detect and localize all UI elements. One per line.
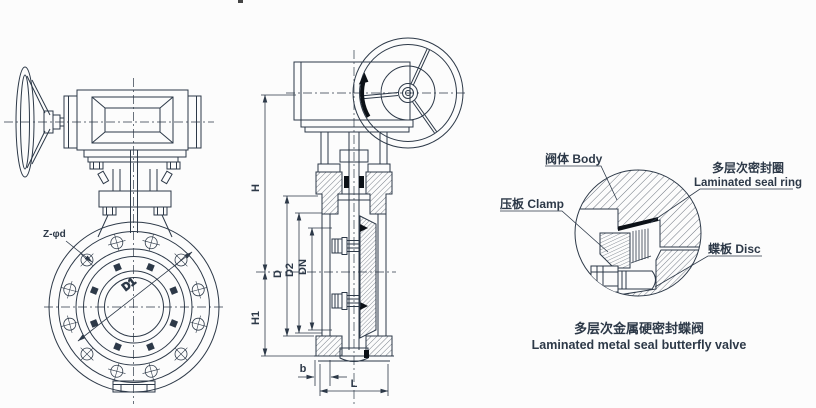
dimension-d1: D1	[77, 251, 193, 342]
bottom-boss	[112, 380, 156, 393]
disc-pin-bolt-upper	[331, 237, 361, 255]
seal-ring-label-en: Laminated seal ring	[694, 177, 802, 189]
detail-view: 阀体 Body 多层次密封圈 Laminated seal ring 压板 Cl…	[500, 151, 802, 352]
dim-label-d1: D1	[120, 276, 138, 294]
dim-label-b: b	[300, 363, 307, 375]
front-view: D1 Z-φd	[4, 66, 226, 404]
disc-pin-bolt-lower	[331, 292, 361, 310]
disc-label: 蝶板 Disc	[708, 241, 761, 256]
rotation-arrow	[360, 81, 371, 118]
cropped-text-artifact	[238, 0, 243, 3]
centerlines-section	[256, 50, 466, 404]
caption-en: Laminated metal seal butterfly valve	[532, 338, 747, 352]
mounting-bracket-front	[83, 149, 187, 238]
disc-section	[359, 215, 377, 339]
gearbox-front	[63, 89, 202, 151]
body-label: 阀体 Body	[545, 151, 603, 166]
wheel-spokes	[359, 48, 438, 134]
bolt-spec-callout: Z-φd	[43, 229, 93, 263]
handwheel-front	[15, 66, 65, 178]
dim-label-h: H	[250, 184, 262, 192]
clamp-bolt	[590, 265, 656, 293]
rotation-arrowhead	[358, 72, 369, 85]
detail-caption: 多层次金属硬密封蝶阀 Laminated metal seal butterfl…	[532, 321, 747, 352]
seal-ring-label-cn: 多层次密封圈	[712, 160, 784, 175]
dim-label-l: L	[351, 378, 358, 390]
dim-label-h1: H1	[250, 311, 262, 325]
detail-callouts: 阀体 Body 多层次密封圈 Laminated seal ring 压板 Cl…	[500, 151, 802, 288]
valve-body-section	[314, 171, 394, 362]
seal-ring-bar	[618, 217, 658, 231]
dim-label-d2: D2	[284, 263, 296, 277]
dim-label-dn: DN	[297, 259, 309, 275]
clamp-label: 压板 Clamp	[500, 196, 564, 211]
caption-cn: 多层次金属硬密封蝶阀	[574, 321, 704, 336]
handwheel-side	[352, 37, 464, 149]
section-view: H H1 D D2 DN b L	[250, 37, 466, 404]
clamp-section	[599, 232, 631, 269]
bolt-spec-label: Z-φd	[43, 229, 66, 240]
dimensions: H H1 D D2 DN b L	[250, 94, 389, 396]
dim-label-d: D	[272, 270, 284, 278]
laminated-ring-stack	[630, 228, 652, 264]
